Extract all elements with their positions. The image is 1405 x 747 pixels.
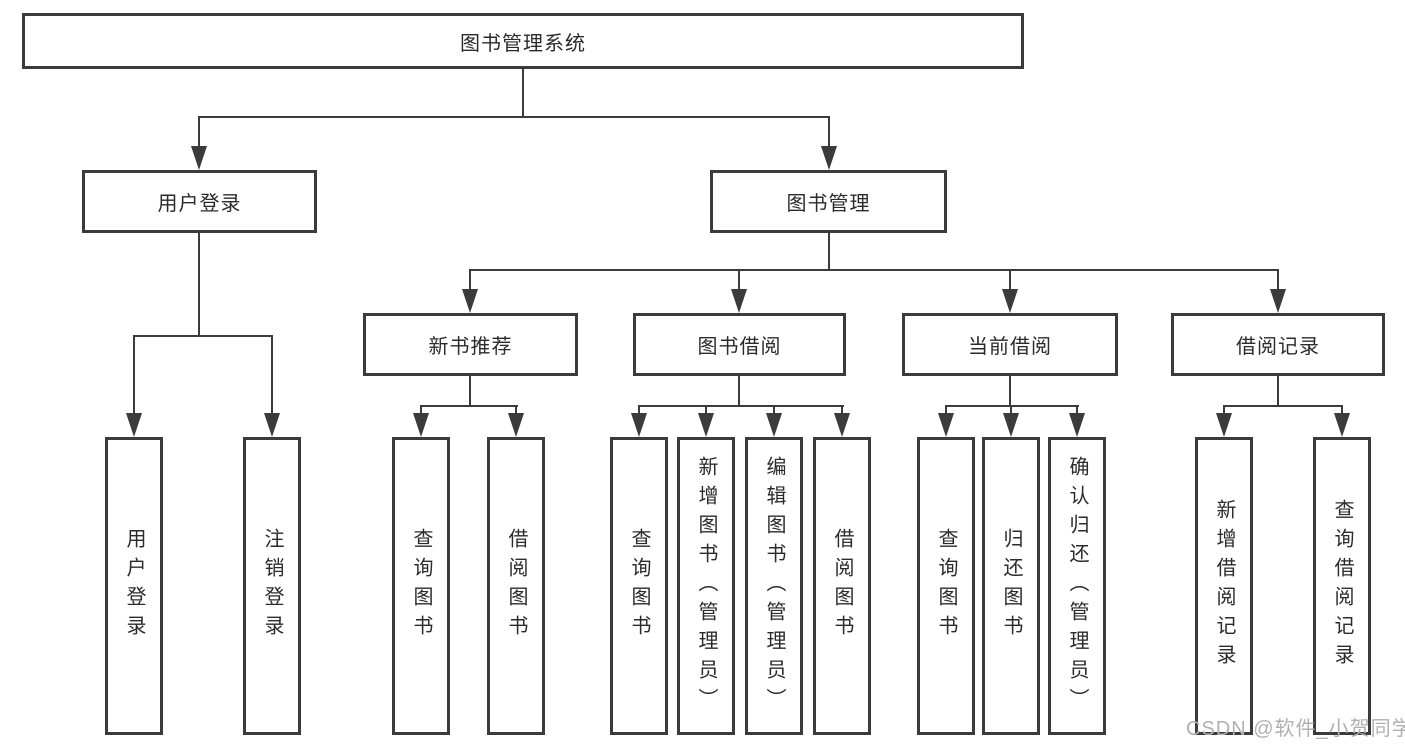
leaf-edit-book-admin-label: 编辑图书（管理员） bbox=[763, 455, 785, 717]
leaf-confirm-return-admin-label: 确认归还（管理员） bbox=[1066, 455, 1088, 717]
connector-line bbox=[828, 233, 830, 271]
connector-line bbox=[705, 405, 707, 415]
leaf-edit-book-admin: 编辑图书（管理员） bbox=[745, 437, 803, 735]
connector-line bbox=[638, 405, 844, 407]
connector-line bbox=[198, 233, 200, 337]
arrow-down-icon bbox=[698, 413, 714, 437]
node-user-login: 用户登录 bbox=[82, 170, 317, 233]
connector-line bbox=[773, 405, 775, 415]
connector-line bbox=[738, 376, 740, 407]
node-root: 图书管理系统 bbox=[22, 13, 1024, 69]
leaf-query-books-recommend-label: 查询图书 bbox=[410, 528, 432, 644]
connector-line bbox=[469, 376, 471, 407]
leaf-add-book-admin: 新增图书（管理员） bbox=[677, 437, 735, 735]
arrow-down-icon bbox=[821, 146, 837, 170]
leaf-borrow-books-recommend-label: 借阅图书 bbox=[505, 528, 527, 644]
connector-line bbox=[522, 69, 524, 118]
connector-line bbox=[1277, 269, 1279, 291]
connector-line bbox=[828, 116, 830, 148]
connector-line bbox=[945, 405, 1079, 407]
leaf-query-borrow-record-label: 查询借阅记录 bbox=[1331, 499, 1353, 673]
arrow-down-icon bbox=[413, 413, 429, 437]
connector-line bbox=[638, 405, 640, 415]
connector-line bbox=[420, 405, 518, 407]
arrow-down-icon bbox=[462, 289, 478, 313]
leaf-query-books-recommend: 查询图书 bbox=[392, 437, 450, 735]
arrow-down-icon bbox=[1270, 289, 1286, 313]
connector-line bbox=[133, 335, 273, 337]
connector-line bbox=[1076, 405, 1078, 415]
node-borrowing-records: 借阅记录 bbox=[1171, 313, 1385, 376]
connector-line bbox=[1223, 405, 1343, 407]
leaf-query-borrow-record: 查询借阅记录 bbox=[1313, 437, 1371, 735]
leaf-query-books-borrowing-label: 查询图书 bbox=[628, 528, 650, 644]
connector-line bbox=[198, 116, 200, 148]
arrow-down-icon bbox=[508, 413, 524, 437]
connector-line bbox=[841, 405, 843, 415]
connector-line bbox=[515, 405, 517, 415]
node-book-borrowing: 图书借阅 bbox=[633, 313, 846, 376]
connector-line bbox=[198, 116, 830, 118]
connector-line bbox=[1277, 376, 1279, 407]
connector-line bbox=[420, 405, 422, 415]
leaf-user-login-label: 用户登录 bbox=[123, 528, 145, 644]
connector-line bbox=[1010, 405, 1012, 415]
arrow-down-icon bbox=[126, 413, 142, 437]
leaf-add-borrow-record: 新增借阅记录 bbox=[1195, 437, 1253, 735]
arrow-down-icon bbox=[766, 413, 782, 437]
connector-line bbox=[1341, 405, 1343, 415]
connector-line bbox=[469, 269, 471, 291]
connector-line bbox=[271, 335, 273, 415]
arrow-down-icon bbox=[191, 146, 207, 170]
leaf-borrow-books-recommend: 借阅图书 bbox=[487, 437, 545, 735]
connector-line bbox=[469, 269, 1279, 271]
node-book-management: 图书管理 bbox=[710, 170, 947, 233]
leaf-logout-label: 注销登录 bbox=[261, 528, 283, 644]
csdn-watermark: CSDN @软件_小贺同学 bbox=[1186, 718, 1405, 740]
leaf-confirm-return-admin: 确认归还（管理员） bbox=[1048, 437, 1106, 735]
arrow-down-icon bbox=[1002, 289, 1018, 313]
arrow-down-icon bbox=[1216, 413, 1232, 437]
leaf-query-books-current-label: 查询图书 bbox=[935, 528, 957, 644]
connector-line bbox=[1009, 269, 1011, 291]
connector-line bbox=[945, 405, 947, 415]
leaf-logout: 注销登录 bbox=[243, 437, 301, 735]
leaf-user-login: 用户登录 bbox=[105, 437, 163, 735]
leaf-add-borrow-record-label: 新增借阅记录 bbox=[1213, 499, 1235, 673]
connector-line bbox=[133, 335, 135, 415]
arrow-down-icon bbox=[1334, 413, 1350, 437]
connector-line bbox=[1009, 376, 1011, 407]
leaf-return-books-label: 归还图书 bbox=[1000, 528, 1022, 644]
leaf-borrow-books-borrowing: 借阅图书 bbox=[813, 437, 871, 735]
arrow-down-icon bbox=[264, 413, 280, 437]
leaf-return-books: 归还图书 bbox=[982, 437, 1040, 735]
arrow-down-icon bbox=[731, 289, 747, 313]
arrow-down-icon bbox=[1069, 413, 1085, 437]
arrow-down-icon bbox=[1003, 413, 1019, 437]
leaf-query-books-current: 查询图书 bbox=[917, 437, 975, 735]
leaf-borrow-books-borrowing-label: 借阅图书 bbox=[831, 528, 853, 644]
arrow-down-icon bbox=[631, 413, 647, 437]
node-current-borrowing: 当前借阅 bbox=[902, 313, 1118, 376]
leaf-query-books-borrowing: 查询图书 bbox=[610, 437, 668, 735]
arrow-down-icon bbox=[938, 413, 954, 437]
connector-line bbox=[1223, 405, 1225, 415]
arrow-down-icon bbox=[834, 413, 850, 437]
leaf-add-book-admin-label: 新增图书（管理员） bbox=[695, 455, 717, 717]
node-new-book-recommend: 新书推荐 bbox=[363, 313, 578, 376]
connector-line bbox=[738, 269, 740, 291]
